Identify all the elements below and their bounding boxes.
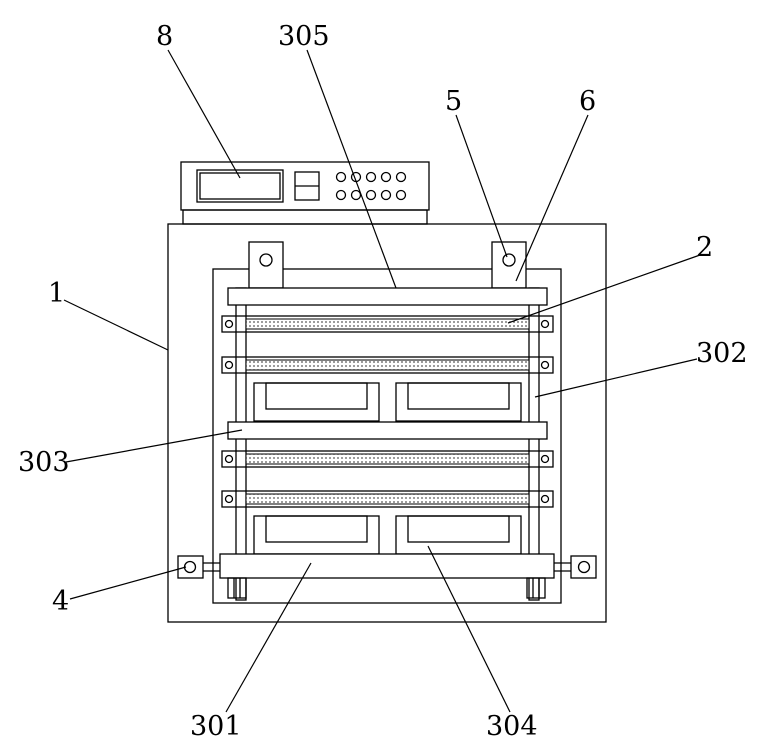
base-plate: [219, 553, 555, 579]
hinge-lug-right: [491, 241, 527, 289]
foot-right: [526, 577, 546, 599]
foot-left: [227, 577, 247, 599]
label-304: 304: [486, 711, 538, 742]
label-2: 2: [696, 232, 713, 263]
button-grid: [335, 171, 407, 201]
vertical-post-left: [235, 287, 247, 601]
side-clamp-left: [177, 555, 220, 579]
filter-screen: [221, 356, 554, 374]
tray-pair-upper: [253, 382, 522, 422]
label-302: 302: [696, 338, 748, 369]
label-305: 305: [278, 21, 330, 52]
label-1: 1: [48, 278, 65, 309]
control-box: [180, 161, 430, 225]
cabinet-body: [167, 223, 607, 623]
leader-lines: [63, 49, 701, 713]
label-8: 8: [156, 21, 173, 52]
hinge-lug-left: [248, 241, 284, 289]
label-4: 4: [52, 586, 69, 617]
label-6: 6: [579, 86, 596, 117]
reference-numerals: 8 305 5 6 2 1 302 303 4 301 304: [18, 21, 748, 742]
label-5: 5: [445, 86, 462, 117]
vertical-post-right: [528, 287, 540, 601]
filter-screen: [221, 490, 554, 508]
display-screen: [196, 169, 284, 203]
inner-frame: [212, 268, 562, 604]
filter-screen: [221, 450, 554, 468]
side-clamp-right: [554, 555, 597, 579]
middle-plate: [227, 421, 548, 440]
tray-pair-lower: [253, 515, 522, 555]
label-301: 301: [190, 711, 242, 742]
top-plate: [227, 287, 548, 306]
label-303: 303: [18, 447, 70, 478]
filter-screen: [221, 315, 554, 333]
